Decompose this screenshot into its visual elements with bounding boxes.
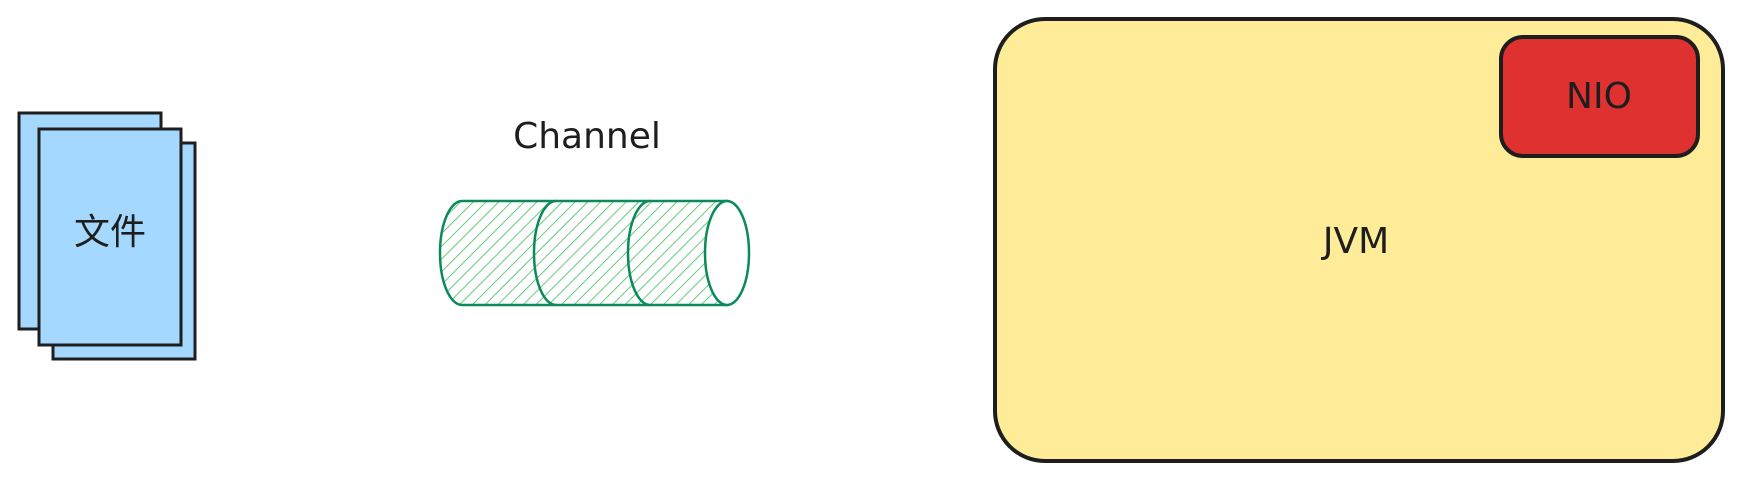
channel-cylinder-icon: [438, 199, 751, 307]
channel-segment-line: [532, 199, 557, 307]
file-label: 文件: [74, 212, 146, 253]
file-stack-icon: 文件: [17, 111, 197, 361]
channel-body: [438, 199, 729, 307]
file-page-front: [37, 127, 183, 347]
channel-label: Channel: [513, 116, 661, 157]
jvm-label: JVM: [1321, 221, 1389, 262]
channel-segment-line: [626, 199, 651, 307]
channel-end-cap: [703, 199, 751, 307]
nio-container: [1499, 35, 1700, 158]
nio-label: NIO: [1566, 76, 1632, 117]
nio-box: NIO: [1499, 35, 1700, 158]
